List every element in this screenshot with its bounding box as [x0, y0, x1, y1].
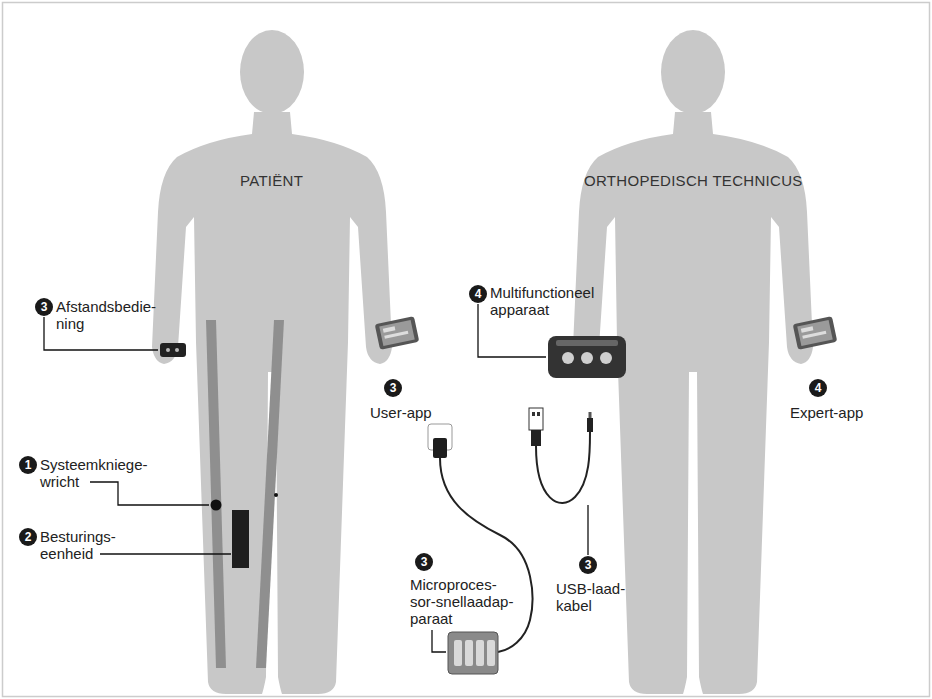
callout-number: 3 [35, 298, 53, 316]
text-line: Expert-app [790, 404, 863, 421]
text-line: wricht [40, 473, 148, 490]
text-line: Multifunctioneel [490, 284, 594, 301]
text-line: PATIËNT [240, 172, 303, 189]
text-line: paraat [410, 610, 513, 627]
text-line: Microproces- [410, 576, 513, 593]
part-name: User-app [370, 404, 432, 421]
text-line: Besturings- [40, 528, 116, 545]
text-line: USB-laad- [556, 580, 625, 597]
callout-number: 3 [579, 556, 597, 574]
text-line: User-app [370, 404, 432, 421]
part-name: Expert-app [790, 404, 863, 421]
person-label: PATIËNT [240, 172, 303, 190]
part-name: Systeemkniege- wricht [40, 456, 148, 490]
callout-number: 2 [19, 528, 37, 546]
part-name: Besturings- eenheid [40, 528, 116, 562]
part-name: USB-laad- kabel [556, 580, 625, 614]
person-label: ORTHOPEDISCH TECHNICUS [584, 172, 803, 190]
callout-number: 4 [809, 379, 827, 397]
text-line: ORTHOPEDISCH [584, 172, 712, 189]
text-line: ning [56, 315, 156, 332]
text-line: Afstandsbedie- [56, 298, 156, 315]
callout-number: 4 [469, 285, 487, 303]
callout-number: 1 [19, 456, 37, 474]
text-line: TECHNICUS [712, 172, 802, 189]
text-line: sor-snellaadap- [410, 593, 513, 610]
text-line: kabel [556, 597, 625, 614]
text-line: Systeemkniege- [40, 456, 148, 473]
text-line: apparaat [490, 301, 594, 318]
callout-number: 3 [384, 379, 402, 397]
part-name: Microproces- sor-snellaadap- paraat [410, 576, 513, 627]
part-name: Afstandsbedie- ning [56, 298, 156, 332]
callout-number: 3 [415, 553, 433, 571]
part-name: Multifunctioneel apparaat [490, 284, 594, 318]
text-line: eenheid [40, 545, 116, 562]
